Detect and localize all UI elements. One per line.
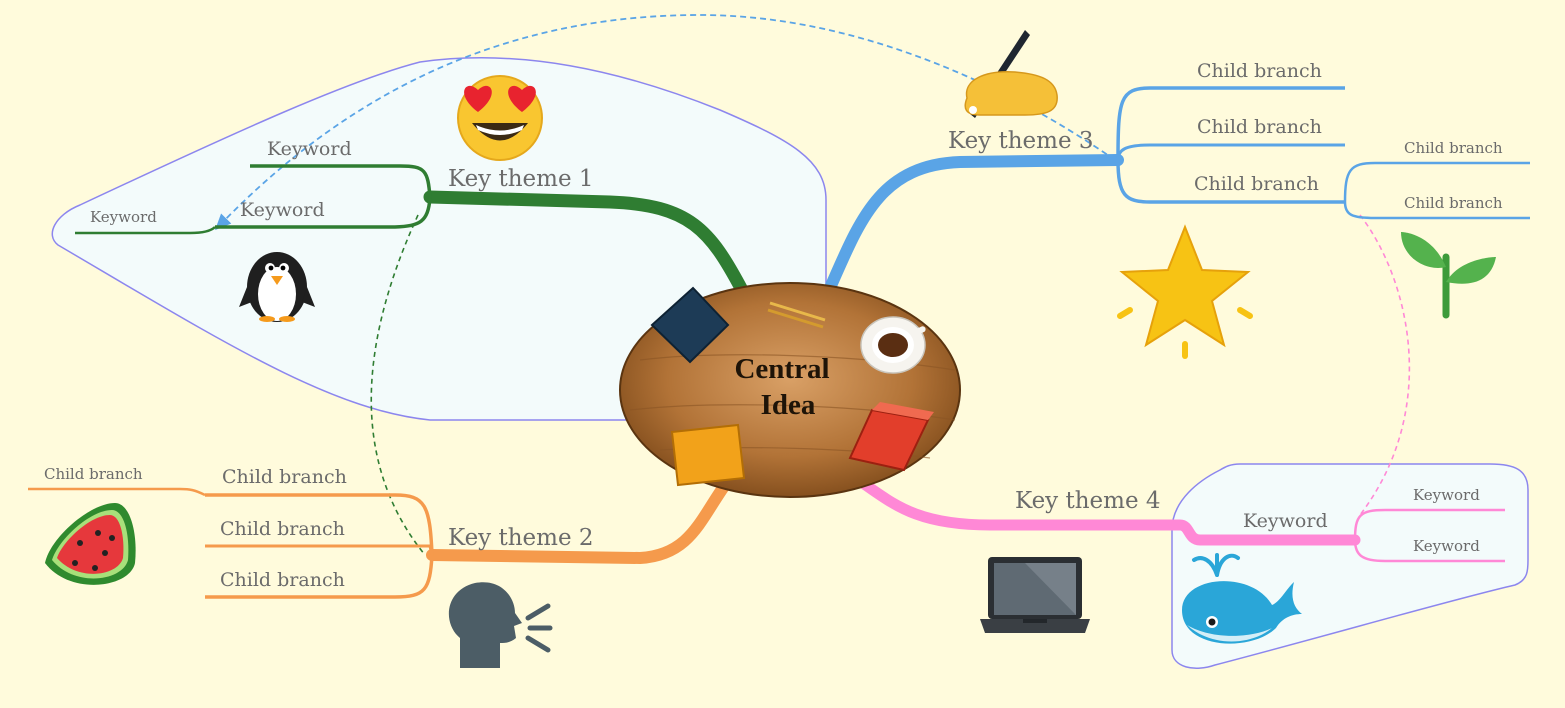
child-branch-2-3-label[interactable]: Child branch xyxy=(220,569,345,591)
branch-theme-4[interactable] xyxy=(849,472,1361,546)
child-branch-3-sub-1-label[interactable]: Child branch xyxy=(1404,139,1503,157)
key-theme-1-label[interactable]: Key theme 1 xyxy=(448,166,594,192)
boundary-theme-1[interactable] xyxy=(51,57,827,421)
red-books-icon xyxy=(848,402,934,472)
child-branch-2-1-label[interactable]: Child branch xyxy=(222,466,347,488)
writing-hand-icon xyxy=(964,30,1058,118)
keyword-4-sub-2-label[interactable]: Keyword xyxy=(1413,537,1480,555)
keyword-lower-label[interactable]: Keyword xyxy=(240,199,325,221)
branch-keyword-far[interactable] xyxy=(75,226,216,235)
seedling-icon xyxy=(1401,232,1496,319)
child-branch-3-2-label[interactable]: Child branch xyxy=(1197,116,1322,138)
laptop-icon xyxy=(980,557,1090,633)
keyword-upper-label[interactable]: Keyword xyxy=(267,138,352,160)
star-icon xyxy=(1117,224,1253,359)
branch-child-2-2[interactable] xyxy=(205,544,434,556)
branch-child-2-far[interactable] xyxy=(28,487,206,497)
key-theme-2-label[interactable]: Key theme 2 xyxy=(448,525,594,551)
branch-sub-3-1[interactable] xyxy=(1343,161,1530,203)
central-idea-line-1: Central xyxy=(734,353,829,385)
branch-keyword-lower[interactable] xyxy=(215,197,432,229)
child-branch-3-3-label[interactable]: Child branch xyxy=(1194,173,1319,195)
branch-sub-4-1[interactable] xyxy=(1353,508,1505,541)
central-idea-node[interactable]: Central Idea xyxy=(619,282,961,498)
branch-child-2-1[interactable] xyxy=(205,493,434,556)
pencils-icon xyxy=(767,301,826,329)
branch-theme-2[interactable] xyxy=(426,479,731,565)
central-idea-line-2: Idea xyxy=(761,389,816,421)
branch-child-2-3[interactable] xyxy=(205,554,434,599)
keyword-far-label[interactable]: Keyword xyxy=(90,208,157,226)
child-branch-2-2-label[interactable]: Child branch xyxy=(220,518,345,540)
branch-child-3-1[interactable] xyxy=(1116,86,1345,161)
child-branch-3-1-label[interactable]: Child branch xyxy=(1197,60,1322,82)
branch-theme-3[interactable] xyxy=(824,154,1124,294)
branch-child-3-2[interactable] xyxy=(1116,143,1345,161)
key-theme-4-label[interactable]: Key theme 4 xyxy=(1015,488,1161,514)
relationship-line-green[interactable] xyxy=(370,214,426,556)
speaking-head-icon xyxy=(448,582,553,668)
branch-child-3-3[interactable] xyxy=(1116,159,1345,204)
heart-eyes-emoji-icon xyxy=(457,75,543,161)
keyword-4-sub-1-label[interactable]: Keyword xyxy=(1413,486,1480,504)
orange-book-icon xyxy=(670,423,746,487)
child-branch-3-sub-2-label[interactable]: Child branch xyxy=(1404,194,1503,212)
relationship-line-pink[interactable] xyxy=(1359,214,1411,516)
branch-sub-4-2[interactable] xyxy=(1353,539,1505,563)
whale-icon xyxy=(1182,553,1302,644)
watermelon-icon xyxy=(45,503,136,585)
penguin-icon xyxy=(239,252,315,322)
coffee-cup-icon xyxy=(860,316,926,374)
branch-keyword-upper[interactable] xyxy=(250,164,432,199)
child-branch-2-far-label[interactable]: Child branch xyxy=(44,465,143,483)
book-icon xyxy=(650,286,730,364)
key-theme-3-label[interactable]: Key theme 3 xyxy=(948,128,1094,154)
branch-theme-1[interactable] xyxy=(423,190,749,297)
keyword-4-label[interactable]: Keyword xyxy=(1243,510,1328,532)
branch-sub-3-2[interactable] xyxy=(1343,201,1530,220)
